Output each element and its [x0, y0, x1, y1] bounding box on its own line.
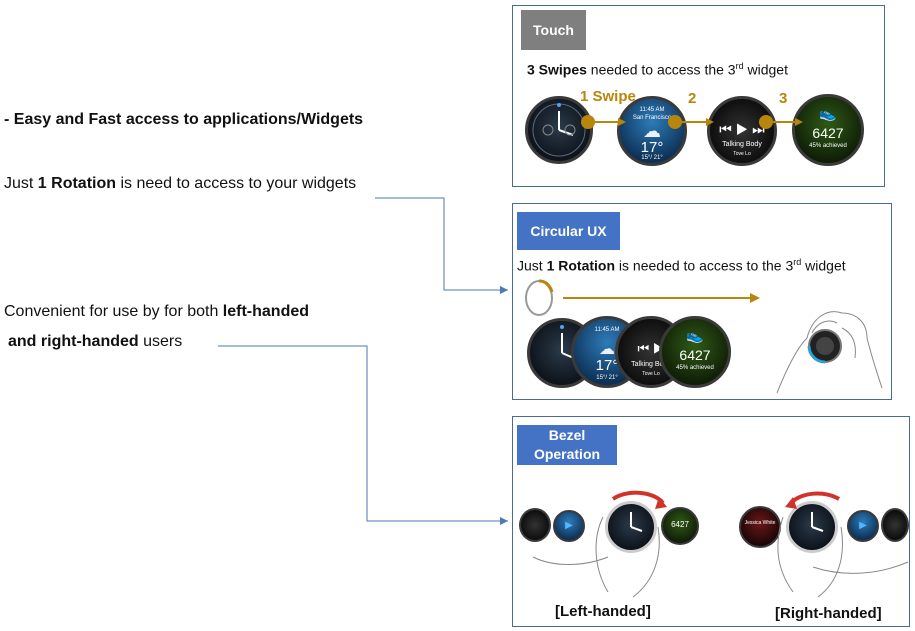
swipe-step-1: 1 Swipe [580, 88, 636, 105]
connector-handedness-arrowhead [500, 517, 508, 525]
touch-watch-weather: 11:45 AM San Francisco ☁ 17° 15°/ 21° [617, 96, 687, 166]
cloud-icon: ☁ [599, 341, 615, 358]
music-artist: Tove Lo [733, 151, 751, 157]
touch-desc-sup: rd [735, 61, 744, 71]
weather-time: 11:45 AM [594, 327, 620, 333]
feature-heading-text: - Easy and Fast access to applications/W… [4, 111, 364, 128]
weather-range: 15°/ 21° [641, 155, 663, 161]
touch-desc-bold: 3 Swipes [527, 61, 587, 78]
circular-description: Just 1 Rotation is needed to access to t… [517, 257, 846, 274]
swipe-arrows [581, 115, 803, 129]
connector-handedness [218, 345, 508, 522]
analog-face-icon [811, 512, 824, 532]
bezel-tag-line2: Operation [533, 446, 601, 462]
touch-tag-label: Touch [533, 22, 574, 38]
touch-watch-steps: 👟 6427 45% achieved [792, 94, 864, 166]
bezel-hands-illustration [532, 490, 909, 598]
connector-rotation-arrowhead [500, 286, 508, 294]
analog-face-icon [532, 103, 586, 157]
bezel-left-watch-blue: ▶ [553, 510, 585, 542]
connector-rotation [375, 197, 508, 291]
bezel-left-watch-music [519, 508, 551, 542]
circular-ux-tag-label: Circular UX [530, 223, 607, 239]
right-handed-caption: [Right-handed] [775, 605, 882, 622]
touch-panel: Touch 3 Swipes needed to access the 3rd … [512, 5, 885, 187]
touch-desc-end: widget [743, 61, 788, 78]
circular-desc-mid: is needed to access to the 3 [615, 257, 794, 274]
weather-temp: 17° [595, 357, 619, 374]
play-icon: ▶ [859, 520, 867, 531]
music-title: Talking Body [631, 361, 671, 368]
swipe-step-3: 3 [779, 90, 788, 107]
weather-time: 11:45 AM [639, 107, 665, 113]
rotation-statement: Just 1 Rotation is need to access to you… [4, 175, 356, 193]
touch-watch-analog [525, 96, 593, 164]
bezel-left-rotation-arrow [611, 490, 665, 505]
bezel-right-rotation-arrow [789, 491, 841, 505]
bezel-left-watch-main [605, 501, 657, 553]
bezel-right-watch-music [881, 508, 909, 542]
bezel-operation-panel: Bezel Operation ▶ 6427 Jessica White ▶ [512, 416, 910, 627]
cloud-icon: ☁ [643, 121, 661, 141]
handedness-pre: Convenient for use by for both [4, 303, 223, 320]
steps-count: 6427 [679, 347, 711, 363]
bezel-operation-tag: Bezel Operation [517, 425, 617, 465]
touch-tag: Touch [521, 10, 586, 50]
circular-watch-steps: 👟 6427 45% achieved [659, 316, 731, 388]
play-icon: ⏮ ▶ ⏭ [719, 121, 765, 137]
steps-count: 6427 [812, 125, 844, 141]
bezel-tag-line1: Bezel [548, 427, 586, 443]
bezel-left-watch-steps: 6427 [661, 507, 699, 545]
touch-description: 3 Swipes needed to access the 3rd widget [527, 61, 788, 78]
circular-ux-panel: Circular UX Just 1 Rotation is needed to… [512, 203, 892, 400]
left-handed-caption: [Left-handed] [555, 603, 651, 620]
touch-desc-mid: needed to access the 3 [586, 61, 736, 78]
handedness-post: users [138, 333, 183, 350]
rotation-statement-post: is need to access to your widgets [116, 175, 357, 192]
touch-watch-music: ⏮ ▶ ⏭ Talking Body Tove Lo [707, 96, 777, 166]
analog-face-icon [630, 512, 643, 532]
music-title: Talking Body [722, 141, 762, 148]
circular-desc-bold: 1 Rotation [546, 257, 616, 274]
handedness-right-bold: and right-handed [8, 333, 139, 350]
steps-achieved: 45% achieved [676, 365, 714, 371]
circular-ux-tag: Circular UX [517, 212, 620, 250]
swipe-step-2: 2 [688, 90, 697, 107]
handedness-left-bold: left-handed [222, 303, 310, 320]
steps-achieved: 45% achieved [809, 143, 847, 149]
circular-desc-end: widget [801, 257, 846, 274]
steps-count: 6427 [671, 520, 689, 529]
rotation-arrow [525, 279, 760, 316]
weather-range: 15°/ 21° [596, 375, 618, 381]
weather-city: San Francisco [632, 115, 672, 121]
play-icon: ⏮ ▶ [637, 341, 665, 356]
handedness-statement-line2: and right-handed users [8, 333, 182, 351]
play-icon: ▶ [565, 520, 573, 531]
music-artist: Tove Lo [642, 371, 660, 377]
bezel-right-watch-main [786, 501, 838, 553]
shoe-icon: 👟 [686, 327, 704, 343]
rotation-statement-bold: 1 Rotation [37, 175, 117, 192]
hand-rotating-bezel-illustration [776, 311, 883, 394]
shoe-icon: 👟 [819, 105, 837, 121]
handedness-statement-line1: Convenient for use by for both left-hand… [4, 303, 309, 321]
caller-name: Jessica White [744, 520, 776, 526]
bezel-right-watch-blue: ▶ [847, 510, 879, 542]
rotation-statement-pre: Just [4, 175, 38, 192]
circular-desc-sup: rd [793, 257, 802, 267]
circular-desc-pre: Just [517, 257, 547, 274]
weather-temp: 17° [640, 139, 664, 156]
feature-heading: - Easy and Fast access to applications/W… [4, 111, 363, 129]
